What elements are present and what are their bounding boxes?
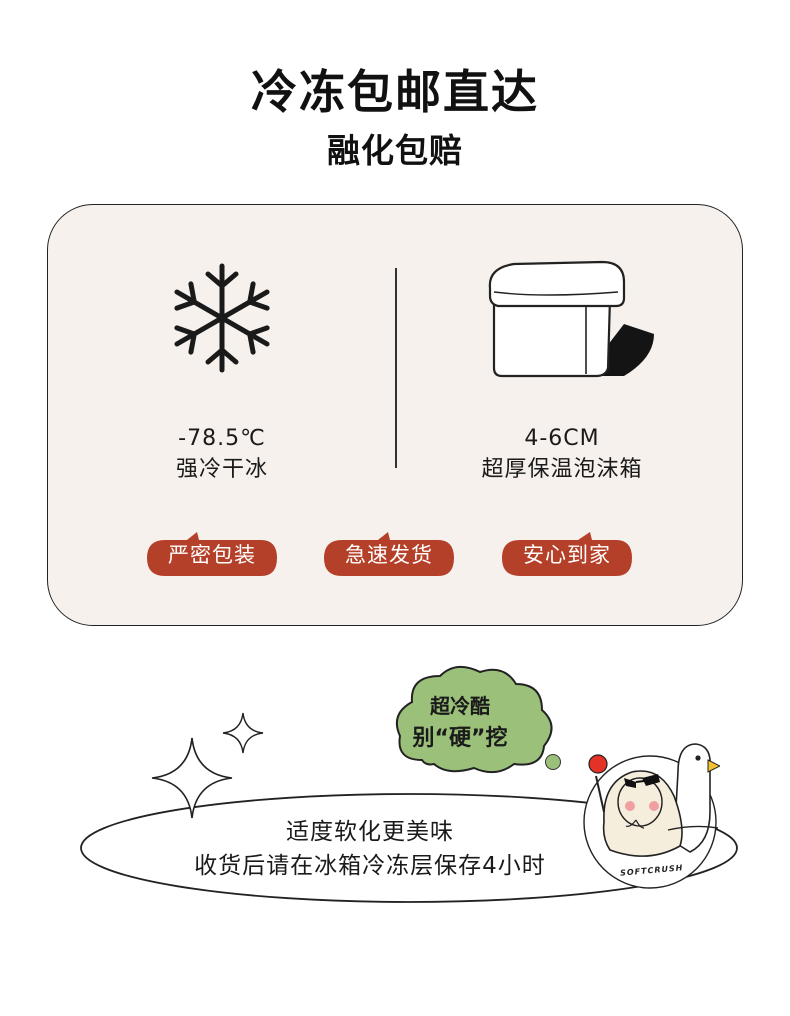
- tag-fast-shipping: 急速发货: [320, 532, 458, 578]
- cloud-line-2: 别“硬”挖: [412, 726, 508, 751]
- tag-label: 严密包装: [168, 543, 256, 567]
- tag-safe-delivery: 安心到家: [498, 532, 636, 578]
- speech-cloud: [396, 665, 553, 774]
- notice-bubble: [80, 793, 738, 903]
- tag-label: 安心到家: [523, 543, 611, 567]
- feature-foam-box: 4-6CM 超厚保温泡沫箱: [412, 424, 712, 486]
- feature-value: -78.5℃: [178, 426, 266, 451]
- cloud-line-1: 超冷酷: [430, 694, 490, 718]
- feature-name: 强冷干冰: [175, 457, 268, 482]
- page-subtitle: 融化包赔: [327, 131, 463, 170]
- foam-box-icon: [488, 260, 654, 378]
- sparkle-icon: [222, 712, 264, 754]
- feature-divider: [395, 268, 397, 468]
- tag-label: 急速发货: [345, 543, 433, 567]
- sparkle-icon: [151, 737, 233, 819]
- snowflake-icon: [174, 263, 270, 373]
- notice-line-2: 收货后请在冰箱冷冻层保存4小时: [194, 853, 546, 879]
- feature-dry-ice: -78.5℃ 强冷干冰: [72, 424, 372, 486]
- feature-value: 4-6CM: [524, 426, 600, 451]
- page-title: 冷冻包邮直达: [251, 65, 539, 119]
- feature-name: 超厚保温泡沫箱: [481, 457, 643, 482]
- mascot-illustration: [583, 743, 720, 889]
- notice-line-1: 适度软化更美味: [286, 819, 454, 845]
- tag-secure-packaging: 严密包装: [143, 532, 281, 578]
- cloud-tail-dot: [545, 754, 561, 770]
